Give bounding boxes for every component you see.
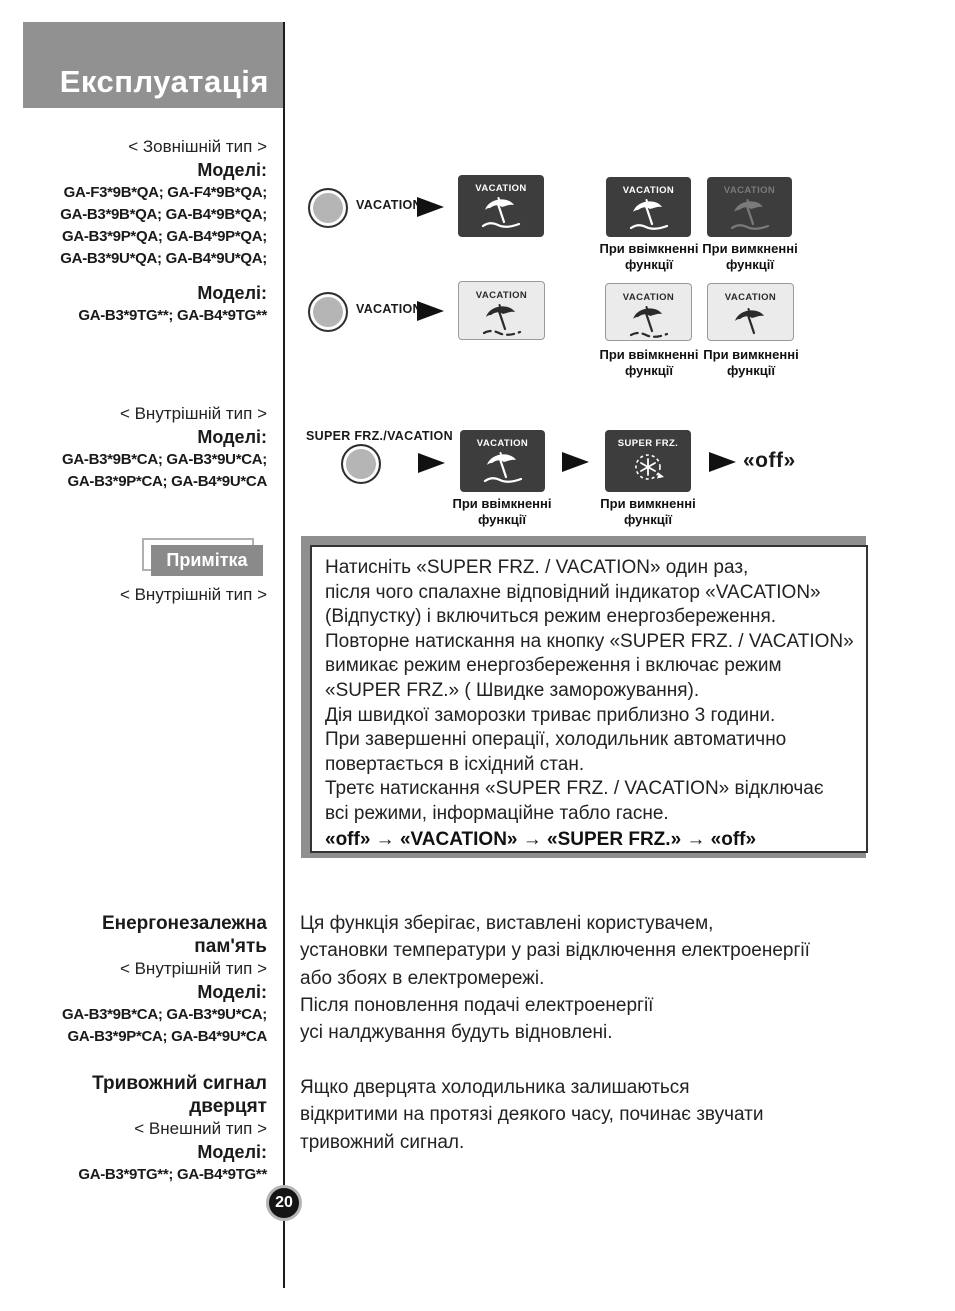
model-line: GA-B3*9U*QA; GA-B4*9U*QA; [60, 250, 267, 267]
note-label: Примітка [151, 545, 263, 576]
control-row-tg: VACATION VACATION VACATION VACATION При … [300, 275, 860, 380]
note-body: Натисніть «SUPER FRZ. / VACATION» один р… [325, 557, 854, 824]
vertical-divider [283, 22, 285, 1288]
beach-umbrella-icon [629, 305, 668, 338]
vacation-display-off: VACATION [707, 177, 792, 237]
beach-umbrella-icon [483, 451, 522, 483]
vacation-button-label: VACATION [356, 302, 422, 316]
model-line: GA-B3*9B*CA; GA-B3*9U*CA; [61, 1006, 267, 1023]
page-number-badge: 20 [266, 1185, 302, 1221]
type-label: < Внутрішній тип > [119, 959, 267, 978]
vacation-display-off: VACATION [707, 283, 794, 341]
control-row-internal: SUPER FRZ./VACATION VACATION SUPER FRZ. … [300, 425, 860, 535]
models-label: Моделі: [197, 1142, 267, 1162]
header-bar: Експлуатація [23, 22, 283, 108]
display-title: VACATION [723, 185, 776, 196]
display-title: VACATION [622, 292, 675, 303]
right-arrow-icon [417, 301, 444, 321]
type-label: < Внутрішній тип > [119, 585, 267, 604]
models-label: Моделі: [197, 160, 267, 180]
models-label: Моделі: [197, 982, 267, 1002]
off-state-text: «off» [743, 449, 796, 472]
right-arrow-icon [562, 452, 589, 472]
door-alarm-section-header: Тривожний сигнал дверцят < Внешний тип >… [30, 1072, 267, 1186]
display-title: VACATION [475, 183, 527, 194]
beach-umbrella-icon [730, 198, 769, 230]
section-title: Енергонезалежна пам'ять [101, 913, 267, 957]
beach-umbrella-icon [733, 307, 765, 335]
display-title: VACATION [622, 185, 675, 196]
model-line: GA-B3*9TG**; GA-B4*9TG** [78, 307, 267, 324]
memory-body: Ця функція зберігає, виставлені користув… [300, 913, 810, 1044]
model-line: GA-B3*9B*CA; GA-B3*9U*CA; [61, 451, 267, 468]
model-line: GA-B3*9TG**; GA-B4*9TG** [78, 1166, 267, 1183]
model-line: GA-F3*9B*QA; GA-F4*9B*QA; [63, 184, 268, 201]
vacation-display-on: VACATION [606, 177, 691, 237]
note-type-block: < Внутрішній тип > [30, 584, 267, 606]
vacation-button [308, 188, 348, 228]
caption-off: При вимкненні функції [702, 241, 798, 272]
internal-type-block: < Внутрішній тип > Моделі: GA-B3*9B*CA; … [30, 403, 267, 493]
section-title: Тривожний сигнал дверцят [92, 1073, 267, 1117]
vacation-display: VACATION [458, 175, 544, 237]
caption-on: При ввімкненні функції [599, 347, 699, 378]
beach-umbrella-icon [481, 196, 521, 228]
vacation-display-on: VACATION [460, 430, 545, 492]
right-arrow-icon [417, 197, 444, 217]
super-frz-vacation-button [341, 444, 381, 484]
caption-off: При вимкненні функції [600, 496, 696, 527]
beach-umbrella-icon [629, 198, 668, 230]
model-line: GA-B3*9P*QA; GA-B4*9P*QA; [61, 228, 267, 245]
vacation-display: VACATION [458, 281, 545, 340]
caption-off: При вимкненні функції [703, 347, 799, 378]
external-type-block: < Зовнішній тип > Моделі: GA-F3*9B*QA; G… [30, 136, 267, 270]
type-label: < Внешний тип > [134, 1119, 267, 1138]
snowflake-cycle-icon [635, 454, 665, 480]
display-title: SUPER FRZ. [617, 438, 679, 449]
vacation-button-label: VACATION [356, 198, 422, 212]
models-label: Моделі: [197, 283, 267, 303]
right-arrow-icon [418, 453, 445, 473]
super-frz-vacation-button-label: SUPER FRZ./VACATION [306, 429, 453, 443]
model-line: GA-B3*9B*QA; GA-B4*9B*QA; [60, 206, 267, 223]
control-row-external: VACATION VACATION VACATION VACATION При … [300, 170, 860, 275]
display-title: VACATION [476, 438, 529, 449]
tg-models-block: Моделі: GA-B3*9TG**; GA-B4*9TG** [30, 281, 267, 327]
caption-on: При ввімкненні функції [452, 496, 552, 527]
memory-section-header: Енергонезалежна пам'ять < Внутрішній тип… [30, 912, 267, 1048]
note-box: Натисніть «SUPER FRZ. / VACATION» один р… [310, 545, 868, 853]
note-sequence: «off» → «VACATION» → «SUPER FRZ.» → «off… [325, 828, 757, 850]
type-label: < Зовнішній тип > [128, 137, 267, 156]
display-title: VACATION [724, 292, 777, 303]
model-line: GA-B3*9P*CA; GA-B4*9U*CA [67, 1028, 267, 1045]
caption-on: При ввімкненні функції [599, 241, 699, 272]
models-label: Моделі: [197, 427, 267, 447]
vacation-button [308, 292, 348, 332]
right-arrow-icon [709, 452, 736, 472]
vacation-display-on: VACATION [605, 283, 692, 341]
super-frz-display: SUPER FRZ. [605, 430, 691, 492]
model-line: GA-B3*9P*CA; GA-B4*9U*CA [67, 473, 267, 490]
type-label: < Внутрішній тип > [119, 404, 267, 423]
display-title: VACATION [475, 290, 528, 301]
page-title: Експлуатація [59, 64, 269, 99]
beach-umbrella-icon [482, 303, 521, 336]
